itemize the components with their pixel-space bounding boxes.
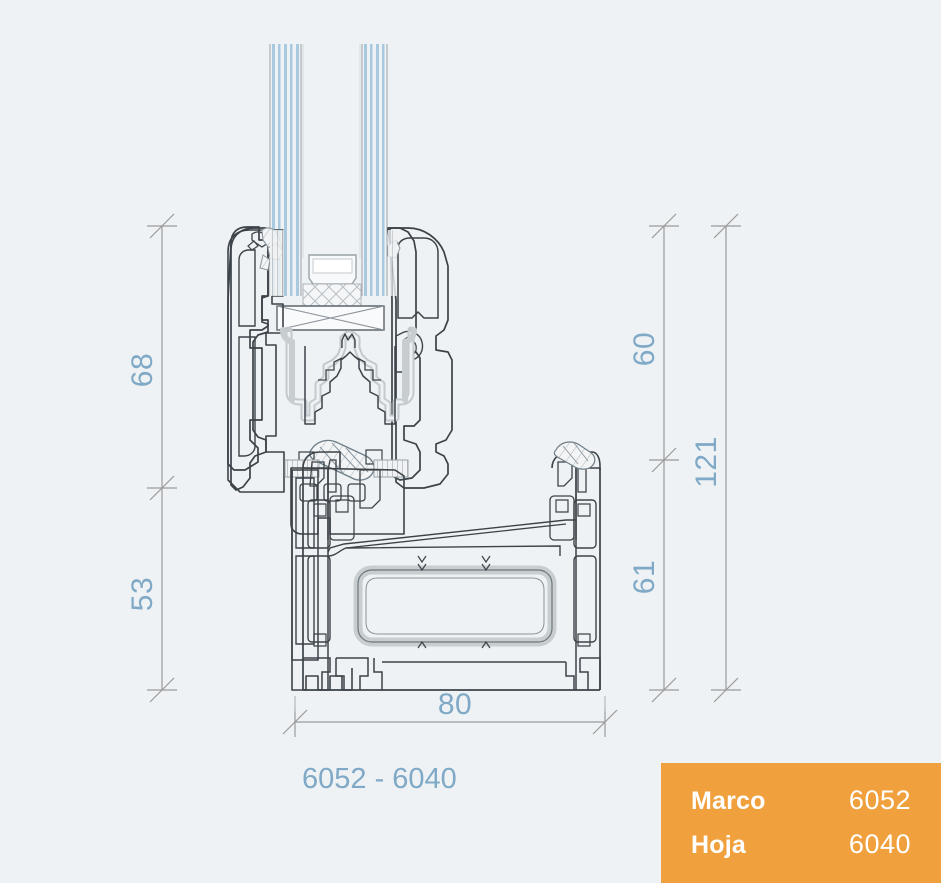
frame-sill-detail: [302, 441, 601, 691]
gasket-left: [280, 327, 295, 403]
sash-right-detail: [387, 227, 453, 489]
legend-value-marco: 6052: [848, 785, 911, 815]
legend-label-marco: Marco: [691, 787, 766, 815]
dimension-right-total: 121: [690, 436, 723, 488]
sash-left-detail: [230, 227, 269, 491]
legend-row-hoja: Hoja 6040: [691, 829, 911, 873]
glazing-unit: [269, 44, 388, 331]
sash-left-chamber: [227, 229, 285, 493]
glazing-seal-left: [259, 227, 284, 296]
gasket-right: [402, 327, 417, 403]
dimension-lines: [147, 213, 741, 737]
dimension-right-upper: 60: [628, 332, 661, 366]
dimension-right-lower: 61: [628, 560, 661, 594]
dimension-bottom-width: 80: [438, 688, 472, 721]
legend-label-hoja: Hoja: [691, 831, 746, 859]
dimension-left-lower: 53: [126, 577, 159, 611]
dimension-left-upper: 68: [126, 353, 159, 387]
legend-panel: Marco 6052 Hoja 6040: [661, 763, 941, 883]
legend-row-marco: Marco 6052: [691, 785, 911, 829]
profile-caption: 6052 - 6040: [302, 763, 457, 795]
legend-value-hoja: 6040: [848, 829, 911, 859]
